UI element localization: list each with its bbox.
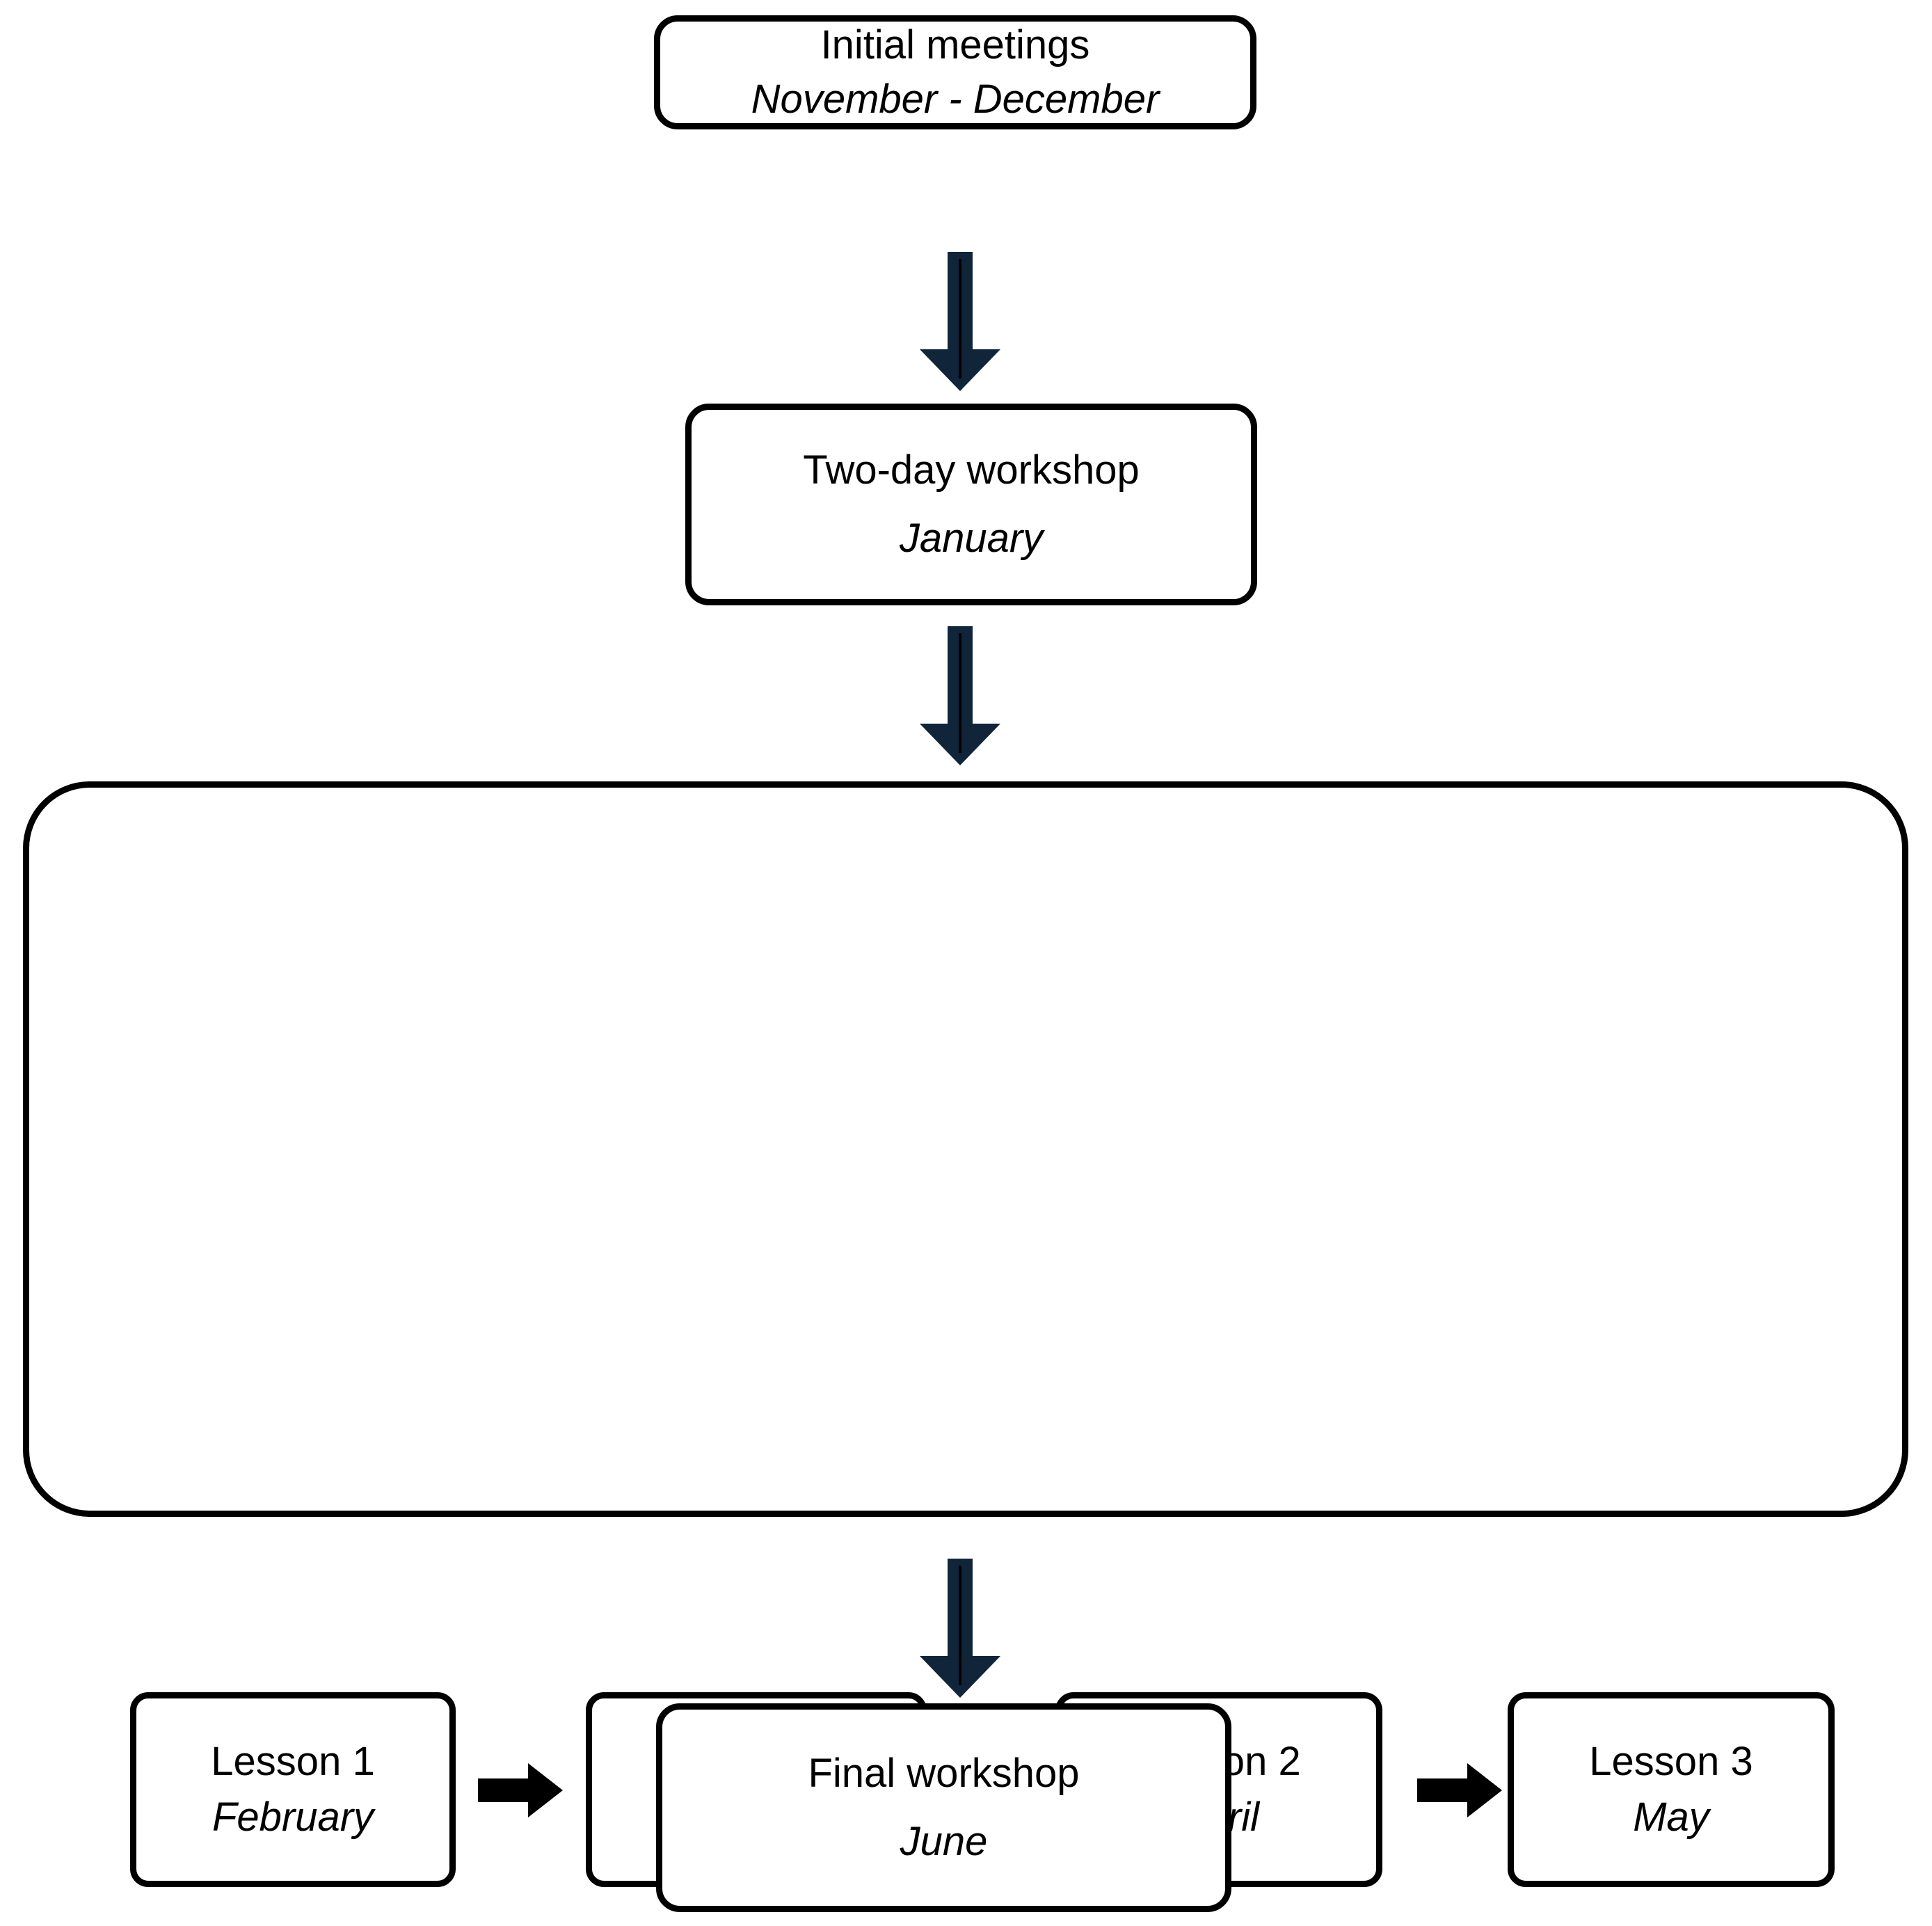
node-lesson-1-title: Lesson 1 xyxy=(211,1738,375,1784)
node-lesson-3: Lesson 3 May xyxy=(1508,1692,1835,1887)
node-initial-meetings: Initial meetings November - December xyxy=(654,15,1256,129)
node-lesson-3-period: May xyxy=(1633,1794,1709,1840)
node-two-day-workshop: Two-day workshop January xyxy=(685,404,1257,605)
node-final-workshop-period: June xyxy=(900,1819,988,1864)
down-arrow-icon-cycle-to-final xyxy=(911,1559,1009,1698)
lesson-cycle-steps-row: Lesson 1 February Debrief March Lesson 2… xyxy=(29,788,1902,1887)
node-final-workshop-title: Final workshop xyxy=(808,1750,1080,1796)
right-arrow-icon-lesson2-to-lesson3 xyxy=(1417,1763,1502,1817)
node-initial-meetings-period: November - December xyxy=(751,77,1160,122)
node-final-workshop: Final workshop June xyxy=(656,1703,1231,1912)
down-arrow-icon-initial-to-workshop xyxy=(911,252,1009,391)
node-two-day-workshop-title: Two-day workshop xyxy=(803,447,1140,493)
node-lesson-3-title: Lesson 3 xyxy=(1589,1738,1753,1784)
down-arrow-icon-workshop-to-cycle xyxy=(911,626,1009,765)
node-two-day-workshop-period: January xyxy=(899,516,1044,561)
lesson-cycle-container: Lesson 1 February Debrief March Lesson 2… xyxy=(23,781,1908,1887)
node-initial-meetings-title: Initial meetings xyxy=(820,22,1090,67)
node-lesson-1-period: February xyxy=(211,1794,374,1840)
right-arrow-icon-lesson1-to-debrief xyxy=(478,1763,563,1817)
node-lesson-1: Lesson 1 February xyxy=(130,1692,456,1887)
